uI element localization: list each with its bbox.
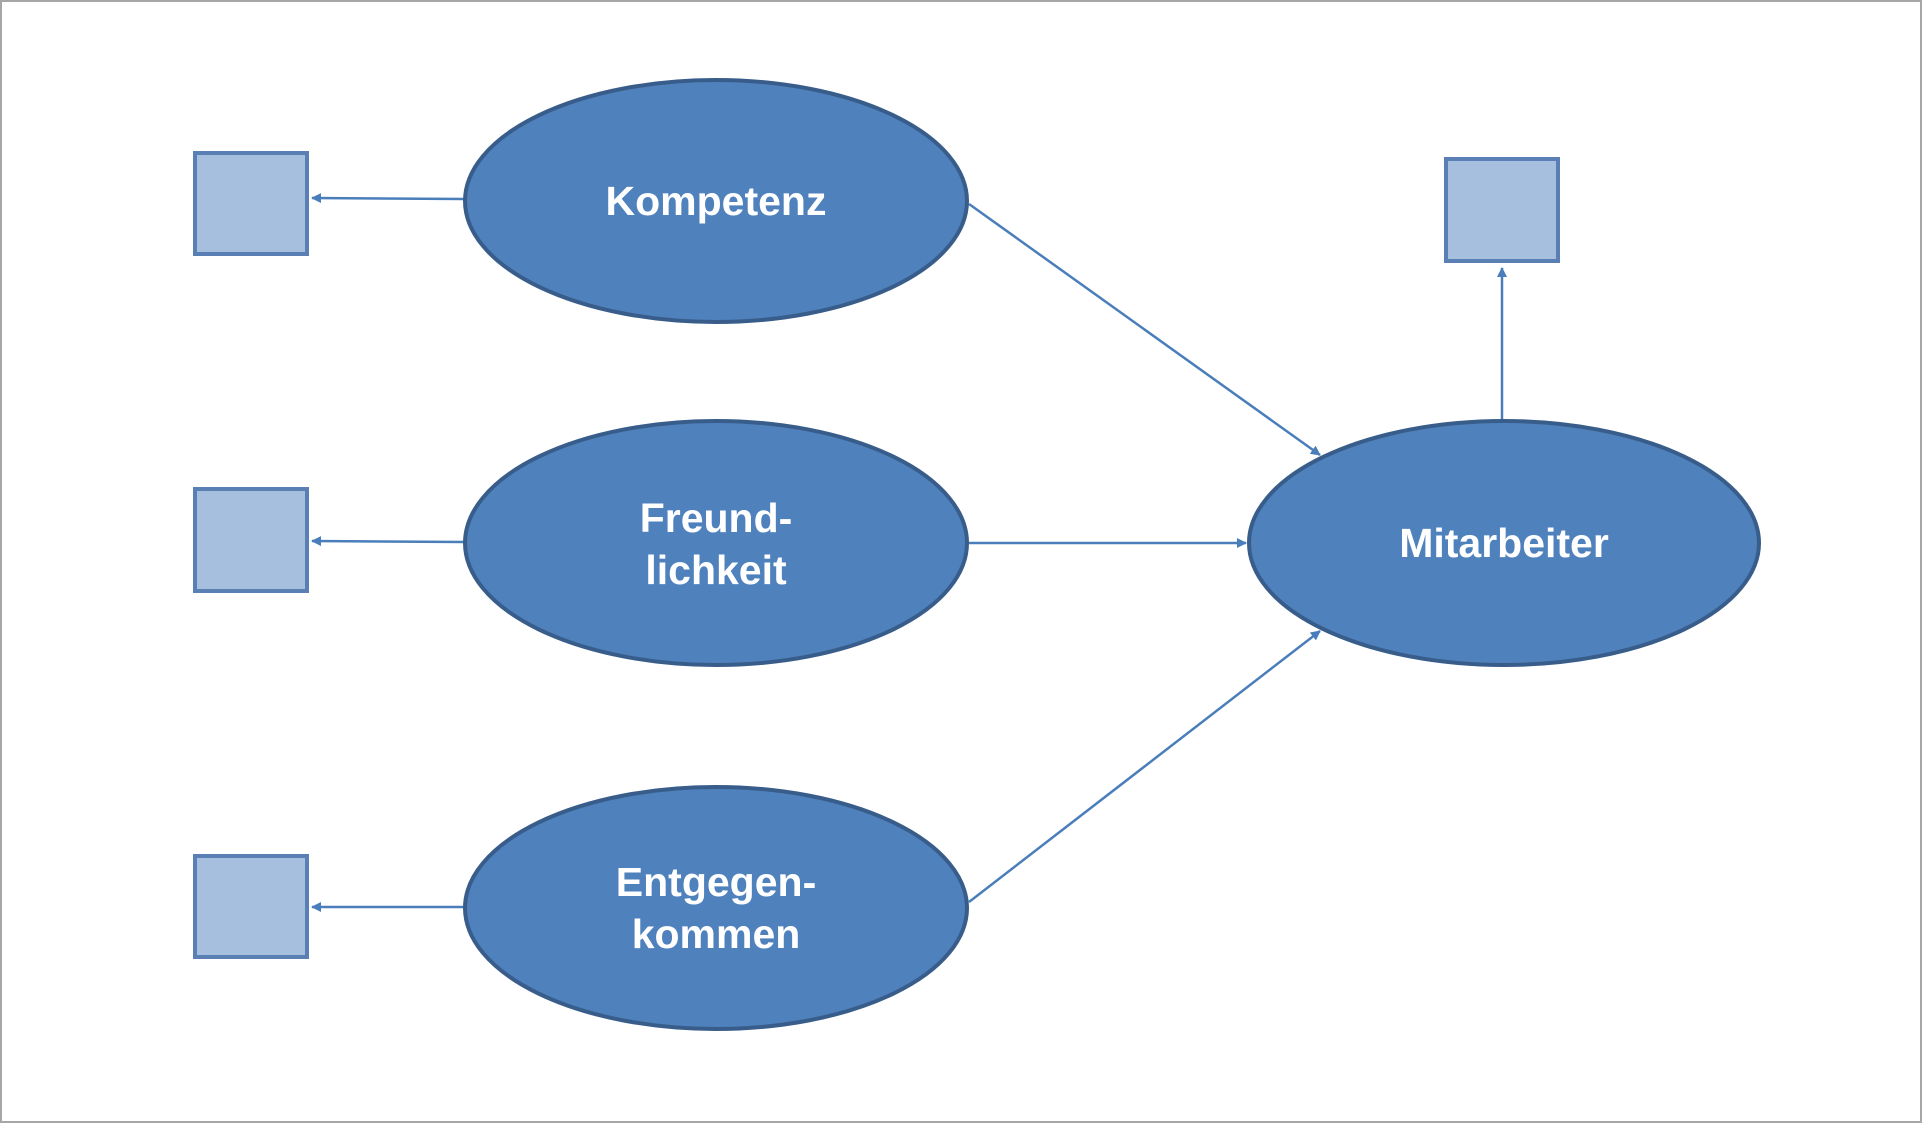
node-kompetenz	[463, 78, 969, 324]
indicator-kompetenz	[193, 151, 309, 256]
label-freundlichkeit-line2: lichkeit	[645, 547, 787, 593]
indicator-mitarbeiter	[1444, 157, 1560, 263]
label-freundlichkeit-line1: Freund-	[640, 495, 793, 541]
label-entgegenkommen-line1: Entgegen-	[616, 859, 816, 905]
arrow-kompetenz-indicator	[311, 193, 465, 204]
node-freundlichkeit	[463, 419, 969, 667]
label-mitarbeiter: Mitarbeiter	[1399, 520, 1609, 566]
arrow-kompetenz-mitarbeiter	[968, 202, 1321, 457]
label-entgegenkommen-line2: kommen	[632, 911, 801, 957]
indicator-entgegenkommen	[193, 854, 309, 959]
arrow-entgegenkommen-mitarbeiter	[968, 630, 1321, 903]
indicator-freundlichkeit	[193, 487, 309, 593]
arrow-freundlichkeit-indicator	[311, 536, 465, 547]
node-entgegenkommen	[463, 785, 969, 1031]
label-kompetenz: Kompetenz	[606, 178, 827, 224]
node-mitarbeiter	[1247, 419, 1761, 667]
